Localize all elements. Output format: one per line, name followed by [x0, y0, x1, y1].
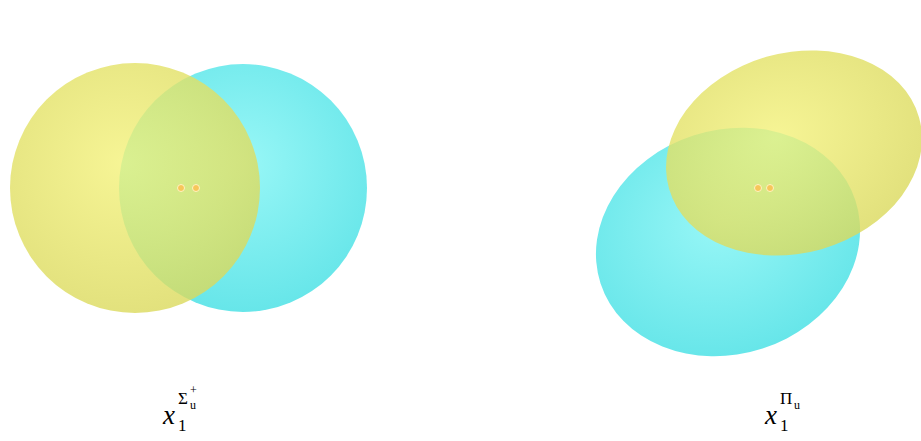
nucleus-dot — [178, 185, 185, 192]
symbol-index: 1 — [178, 417, 187, 434]
symbol-index: u — [794, 399, 800, 411]
symbol-index: + — [190, 384, 197, 396]
symbol-index: Σ — [178, 390, 188, 407]
symbol-letter: x — [765, 402, 777, 429]
symbol-index: u — [190, 399, 196, 411]
sigma-orbital — [10, 63, 367, 313]
symbol-index: 1 — [780, 417, 789, 434]
nucleus-dot — [767, 185, 774, 192]
yellow-lobe — [10, 63, 260, 313]
nucleus-dot — [755, 185, 762, 192]
symbol-index: Π — [780, 390, 792, 407]
yellow-lobe — [641, 21, 921, 285]
nucleus-dot — [193, 185, 200, 192]
symbol-letter: x — [163, 402, 175, 429]
pi-orbital — [566, 21, 921, 390]
